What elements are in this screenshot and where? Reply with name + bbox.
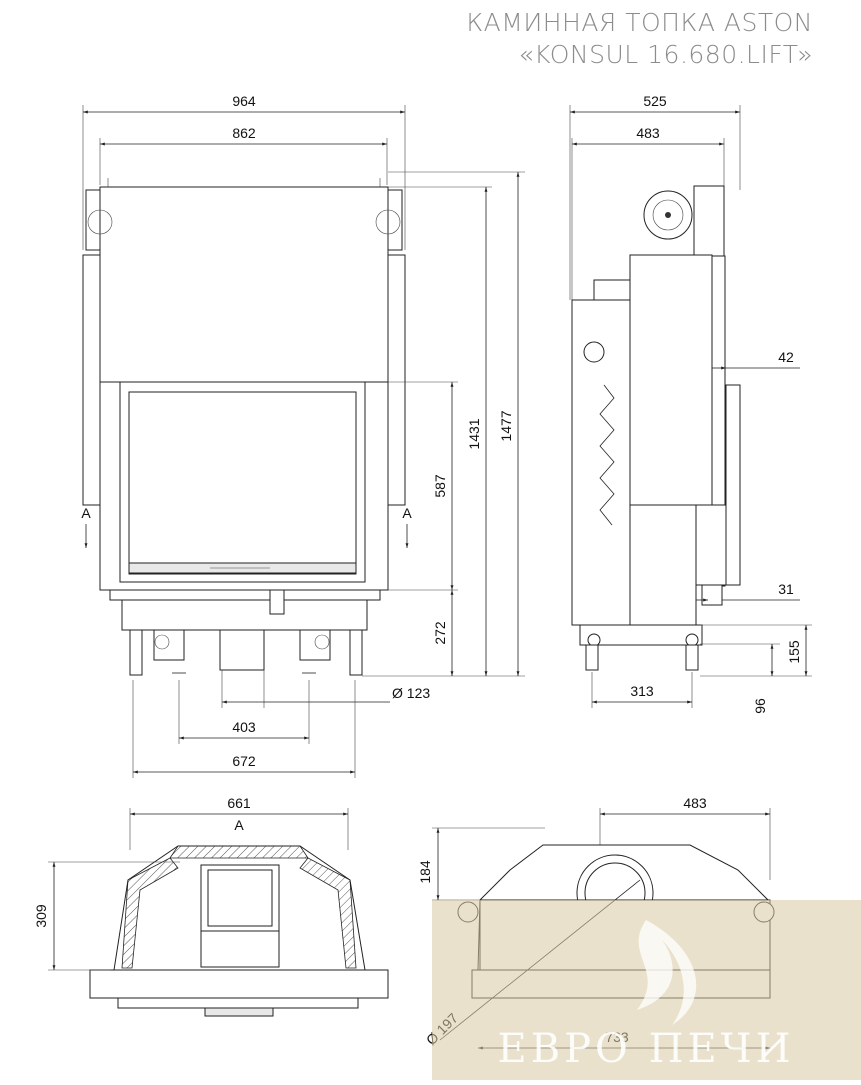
- dim-leg-height: 155: [786, 640, 802, 664]
- dim-depth-body: 483: [636, 125, 660, 141]
- dim-height-body: 1431: [466, 418, 482, 449]
- dim-height-total: 1477: [498, 410, 514, 441]
- dim-leg-min: 96: [752, 698, 768, 714]
- dim-width-body: 862: [232, 125, 256, 141]
- dim-width-total: 964: [232, 93, 256, 109]
- dim-legs-inner: 403: [232, 719, 256, 735]
- dim-top-height: 184: [417, 860, 433, 884]
- top-section-view: 661 A 309: [33, 795, 389, 1017]
- dim-leg-spacing: 313: [630, 683, 654, 699]
- title-line-2: «KONSUL 16.680.LIFT»: [518, 40, 813, 69]
- dim-bottom-offset: 31: [778, 581, 794, 597]
- watermark-text: ЕВРО ПЕЧИ: [498, 1026, 795, 1072]
- front-view: 964 862: [81, 93, 525, 778]
- dim-depth-total: 525: [643, 93, 667, 109]
- dim-base-height: 272: [432, 621, 448, 645]
- section-a-label: A: [234, 817, 244, 833]
- dim-door-offset: 42: [778, 349, 794, 365]
- side-view: 525 483 42 31: [569, 93, 812, 714]
- title-line-1: КАМИННАЯ ТОПКА ASTON: [466, 8, 813, 37]
- evro-pechi-logo: ЕВРО ПЕЧИ: [432, 900, 861, 1080]
- section-a-left: A: [81, 505, 91, 521]
- dim-flue-diameter: Ø 123: [392, 685, 430, 701]
- section-a-right: A: [402, 505, 412, 521]
- dim-section-depth: 309: [33, 904, 49, 928]
- dim-glass-height: 587: [432, 474, 448, 498]
- dim-section-width: 661: [227, 795, 251, 811]
- dim-legs-outer: 672: [232, 753, 256, 769]
- dim-top-depth: 483: [683, 795, 707, 811]
